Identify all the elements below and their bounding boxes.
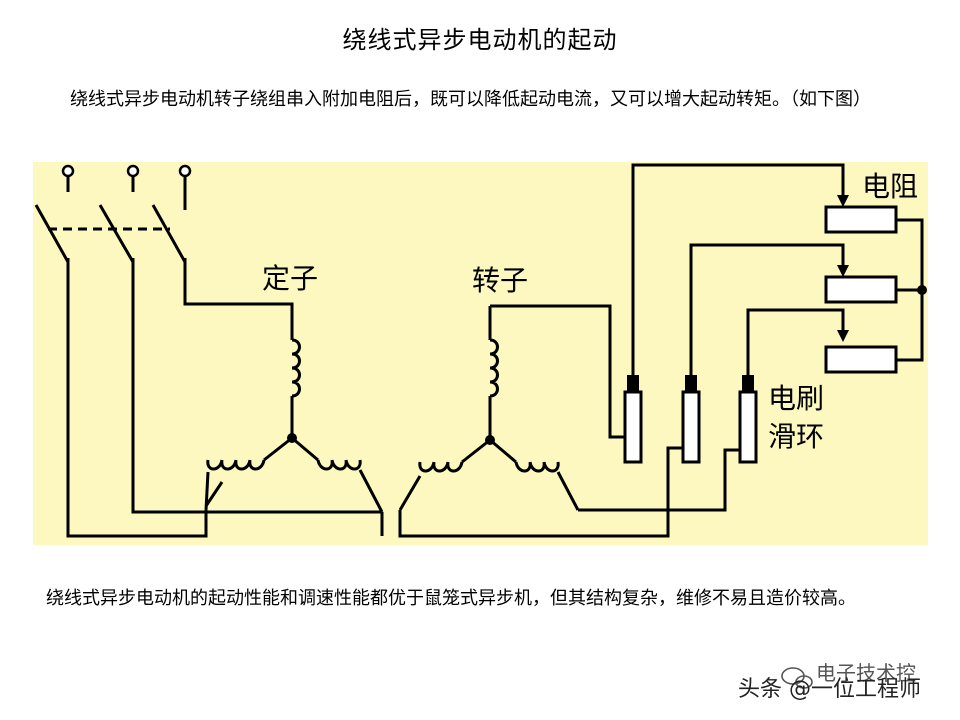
wiper-arrows <box>837 195 849 342</box>
page-title: 绕线式异步电动机的起动 <box>342 26 618 54</box>
label-brush: 电刷 <box>768 382 824 415</box>
label-slipring: 滑环 <box>768 420 824 453</box>
stator-neutral-point <box>287 433 297 443</box>
supply-switch <box>34 164 192 263</box>
label-resistor: 电阻 <box>862 170 918 203</box>
intro-text: 绕线式异步电动机转子绕组串入附加电阻后，既可以降低起动电流，又可以增大起动转矩。… <box>70 89 871 110</box>
rotor-wiring <box>398 304 747 538</box>
label-rotor: 转子 <box>472 264 528 297</box>
rotor-neutral-point <box>485 435 495 445</box>
brushes <box>627 375 754 392</box>
rotor-windings <box>398 306 580 511</box>
resistor-star-point <box>917 285 927 295</box>
watermark-credit: 头条 @一位工程师 <box>738 677 921 702</box>
stator-wiring <box>66 258 384 538</box>
label-stator: 定子 <box>262 262 318 295</box>
stator-windings <box>204 338 384 513</box>
conclusion-text: 绕线式异步电动机的起动性能和调速性能都优于鼠笼式异步机，但其结构复杂，维修不易且… <box>46 588 856 609</box>
slip-rings <box>623 390 758 464</box>
diagram-background <box>33 162 928 545</box>
starting-resistors <box>824 205 898 374</box>
wechat-icon <box>781 667 813 689</box>
watermark-channel: 电子技术控 <box>816 661 916 685</box>
watermark: 电子技术控 头条 @一位工程师 <box>738 661 921 702</box>
